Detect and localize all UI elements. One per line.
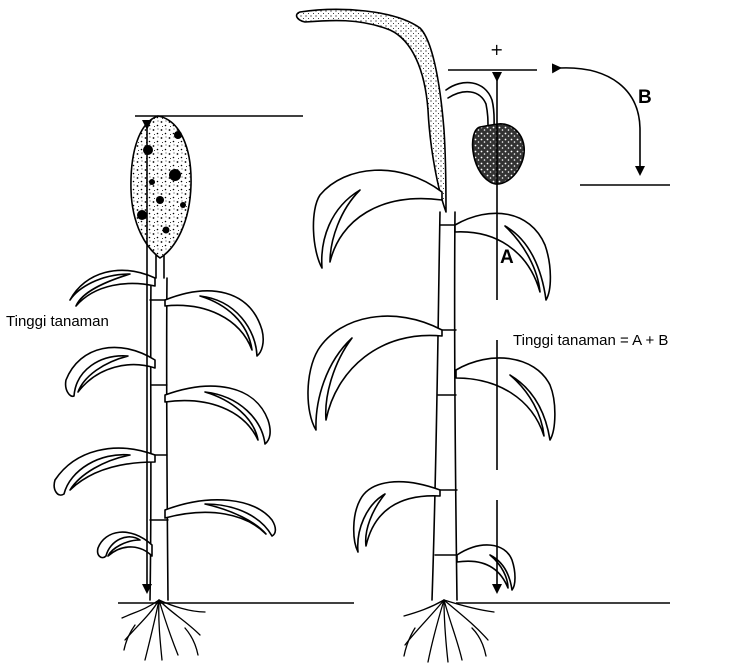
left-leaf-6 <box>165 386 270 444</box>
left-roots <box>122 600 205 660</box>
left-plant <box>54 116 275 660</box>
left-height-label: Tinggi tanaman <box>6 314 109 329</box>
right-panicle <box>473 124 525 184</box>
right-leaf-6 <box>457 545 515 590</box>
right-leaf-2 <box>308 316 442 430</box>
left-panicle <box>131 116 191 258</box>
right-leaf-5 <box>456 358 555 440</box>
segment-b-label: B <box>638 88 652 107</box>
right-stalk <box>432 212 457 600</box>
left-leaf-2 <box>66 347 155 396</box>
segment-a-label: A <box>500 248 514 267</box>
right-leaf-1 <box>313 170 442 268</box>
left-leaf-1 <box>70 270 155 306</box>
segment-b-arrow <box>560 68 640 174</box>
left-leaf-7 <box>165 500 275 536</box>
top-marker: + <box>490 42 503 58</box>
left-leaf-3 <box>54 448 155 495</box>
right-leaf-3 <box>354 482 440 552</box>
right-peduncle <box>446 83 494 128</box>
left-leaf-5 <box>165 291 263 356</box>
right-roots <box>404 600 494 662</box>
left-leaf-4 <box>98 532 152 557</box>
right-height-label: Tinggi tanaman = A + B <box>513 333 668 348</box>
